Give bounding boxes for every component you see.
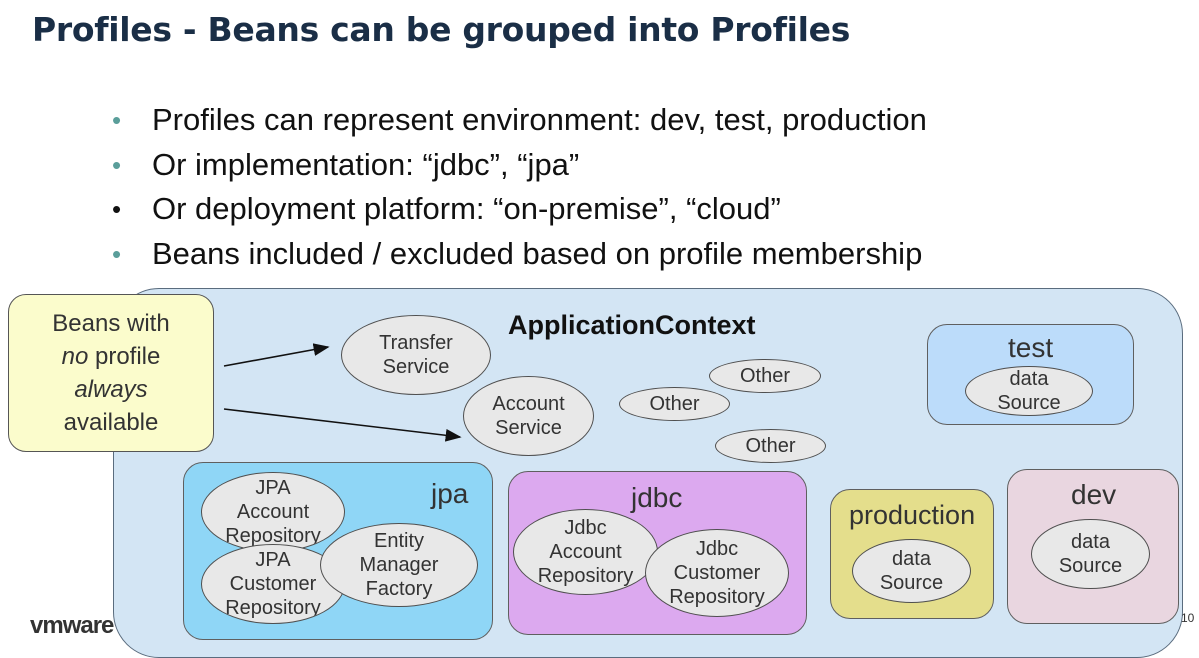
- bean-label: Transfer Service: [379, 332, 453, 378]
- bean-label: data Source: [1058, 531, 1123, 577]
- other-bean: Other: [619, 387, 730, 421]
- dev-profile-label: dev: [1071, 479, 1117, 510]
- production-datasource-bean: data Source: [852, 539, 971, 603]
- bullet-text: Or implementation: “jdbc”, “jpa”: [152, 146, 580, 182]
- bullet-item: • Or implementation: “jdbc”, “jpa”: [112, 143, 927, 188]
- note-line: no profile: [52, 340, 169, 373]
- bullet-list: • Profiles can represent environment: dev…: [112, 98, 927, 276]
- note-line: Beans with: [52, 310, 170, 337]
- other-bean: Other: [715, 429, 826, 463]
- transfer-service-bean: Transfer Service: [341, 315, 491, 395]
- jpa-account-repository-bean: JPA Account Repository: [201, 472, 345, 552]
- no-profile-note: Beans with no profile always available: [8, 294, 214, 452]
- dev-datasource-bean: data Source: [1031, 519, 1150, 589]
- bullet-icon: •: [112, 194, 122, 224]
- bullet-item: • Beans included / excluded based on prof…: [112, 232, 927, 277]
- jdbc-account-repository-bean: Jdbc Account Repository: [513, 509, 658, 595]
- bean-label: Account Service: [492, 393, 565, 439]
- bean-label: JPA Customer Repository: [225, 549, 321, 619]
- account-service-bean: Account Service: [463, 376, 594, 456]
- test-datasource-bean: data Source: [965, 366, 1093, 416]
- entity-manager-factory-bean: Entity Manager Factory: [320, 523, 478, 607]
- jdbc-customer-repository-bean: Jdbc Customer Repository: [645, 529, 789, 617]
- page-number: 10: [1181, 611, 1195, 625]
- bullet-icon: •: [112, 238, 122, 269]
- bean-label: Other: [745, 435, 796, 457]
- note-text: Beans with no profile always available: [52, 307, 169, 439]
- note-line: available: [63, 409, 159, 436]
- bullet-icon: •: [112, 105, 122, 135]
- bean-label: Jdbc Customer Repository: [669, 538, 765, 608]
- bullet-text: Or deployment platform: “on-premise”, “c…: [152, 191, 781, 226]
- bullet-item: • Or deployment platform: “on-premise”, “…: [112, 187, 927, 232]
- note-emphasis: no: [61, 343, 89, 370]
- jpa-customer-repository-bean: JPA Customer Repository: [201, 544, 345, 624]
- note-emphasis: always: [74, 376, 148, 403]
- bullet-icon: •: [112, 149, 122, 180]
- vmware-logo: vmware: [30, 612, 114, 639]
- other-bean: Other: [709, 359, 821, 393]
- test-profile-label: test: [1008, 332, 1054, 363]
- bean-label: Other: [649, 393, 700, 415]
- slide-title: Profiles - Beans can be grouped into Pro…: [32, 10, 851, 49]
- bullet-text: Profiles can represent environment: dev,…: [152, 102, 927, 137]
- application-context-label: ApplicationContext: [508, 310, 756, 340]
- bean-label: data Source: [997, 368, 1061, 414]
- bean-label: Other: [739, 365, 791, 387]
- bean-label: data Source: [879, 548, 944, 594]
- jpa-profile-label: jpa: [431, 478, 469, 509]
- production-profile-label: production: [849, 500, 976, 530]
- bean-label: JPA Account Repository: [225, 477, 321, 547]
- bean-label: Entity Manager Factory: [359, 530, 439, 600]
- note-line: always: [52, 373, 169, 406]
- note-line-rest: profile: [88, 343, 161, 370]
- bullet-item: • Profiles can represent environment: dev…: [112, 98, 927, 143]
- bullet-text: Beans included / excluded based on profi…: [152, 235, 923, 271]
- jdbc-profile-label: jdbc: [631, 482, 683, 513]
- bean-label: Jdbc Account Repository: [537, 517, 634, 587]
